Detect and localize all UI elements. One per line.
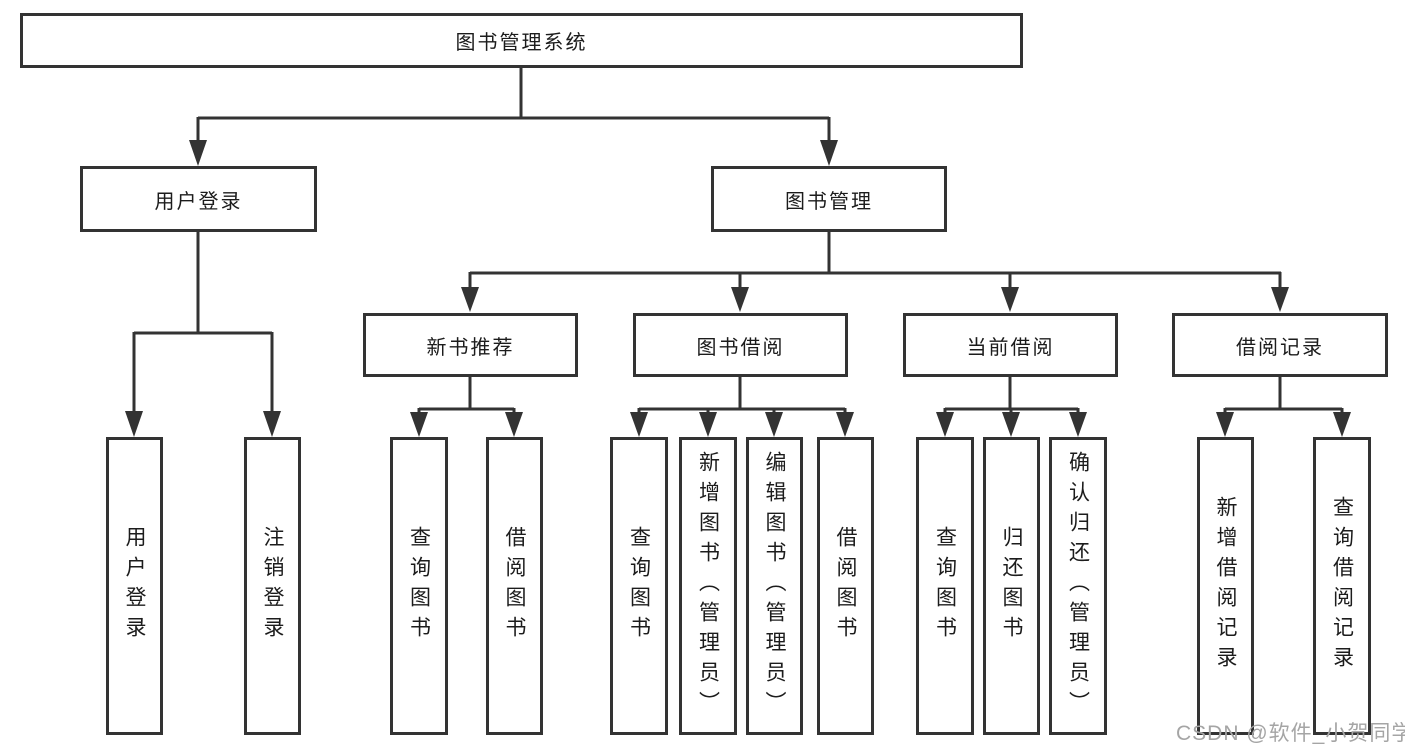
leaf-records-query-record: 查询借阅记录 xyxy=(1313,437,1371,735)
leaf-current-confirm-return-admin-label: 确认归还（管理员） xyxy=(1066,451,1090,721)
leaf-newrec-borrow-books-label: 借阅图书 xyxy=(503,526,526,646)
leaf-records-add-record: 新增借阅记录 xyxy=(1197,437,1254,735)
node-book-management: 图书管理 xyxy=(711,166,947,232)
node-book-management-label: 图书管理 xyxy=(785,190,873,213)
node-new-book-recommend-label: 新书推荐 xyxy=(426,336,515,359)
leaf-records-query-record-label: 查询借阅记录 xyxy=(1330,496,1354,676)
leaf-borrow-add-books-admin-label: 新增图书（管理员） xyxy=(696,451,720,721)
csdn-watermark: CSDN @软件_小贺同学 xyxy=(1176,722,1405,745)
leaf-newrec-query-books: 查询图书 xyxy=(390,437,448,735)
leaf-borrow-edit-books-admin: 编辑图书（管理员） xyxy=(746,437,803,735)
node-root-label: 图书管理系统 xyxy=(455,32,588,54)
leaf-current-query-books-label: 查询图书 xyxy=(933,526,957,646)
leaf-borrow-add-books-admin: 新增图书（管理员） xyxy=(679,437,737,735)
node-root: 图书管理系统 xyxy=(20,13,1023,68)
node-current-borrow-label: 当前借阅 xyxy=(966,336,1055,359)
leaf-user-login-label: 用户登录 xyxy=(123,526,146,646)
leaf-borrow-borrow-books-label: 借阅图书 xyxy=(834,526,857,646)
node-new-book-recommend: 新书推荐 xyxy=(363,313,578,377)
node-borrow-records-label: 借阅记录 xyxy=(1236,336,1324,359)
leaf-current-return-books-label: 归还图书 xyxy=(1000,526,1023,646)
node-book-borrow: 图书借阅 xyxy=(633,313,848,377)
leaf-borrow-borrow-books: 借阅图书 xyxy=(817,437,874,735)
leaf-logout: 注销登录 xyxy=(244,437,301,735)
node-book-borrow-label: 图书借阅 xyxy=(696,336,785,359)
leaf-records-add-record-label: 新增借阅记录 xyxy=(1214,496,1237,676)
leaf-borrow-edit-books-admin-label: 编辑图书（管理员） xyxy=(763,451,786,721)
node-borrow-records: 借阅记录 xyxy=(1172,313,1388,377)
node-user-login-branch-label: 用户登录 xyxy=(154,190,243,213)
leaf-user-login: 用户登录 xyxy=(106,437,163,735)
leaf-borrow-query-books-label: 查询图书 xyxy=(627,526,651,646)
node-user-login-branch: 用户登录 xyxy=(80,166,317,232)
leaf-newrec-borrow-books: 借阅图书 xyxy=(486,437,543,735)
leaf-current-query-books: 查询图书 xyxy=(916,437,974,735)
leaf-current-return-books: 归还图书 xyxy=(983,437,1040,735)
leaf-newrec-query-books-label: 查询图书 xyxy=(407,526,431,646)
leaf-borrow-query-books: 查询图书 xyxy=(610,437,668,735)
leaf-current-confirm-return-admin: 确认归还（管理员） xyxy=(1049,437,1107,735)
node-current-borrow: 当前借阅 xyxy=(903,313,1118,377)
leaf-logout-label: 注销登录 xyxy=(261,526,284,646)
